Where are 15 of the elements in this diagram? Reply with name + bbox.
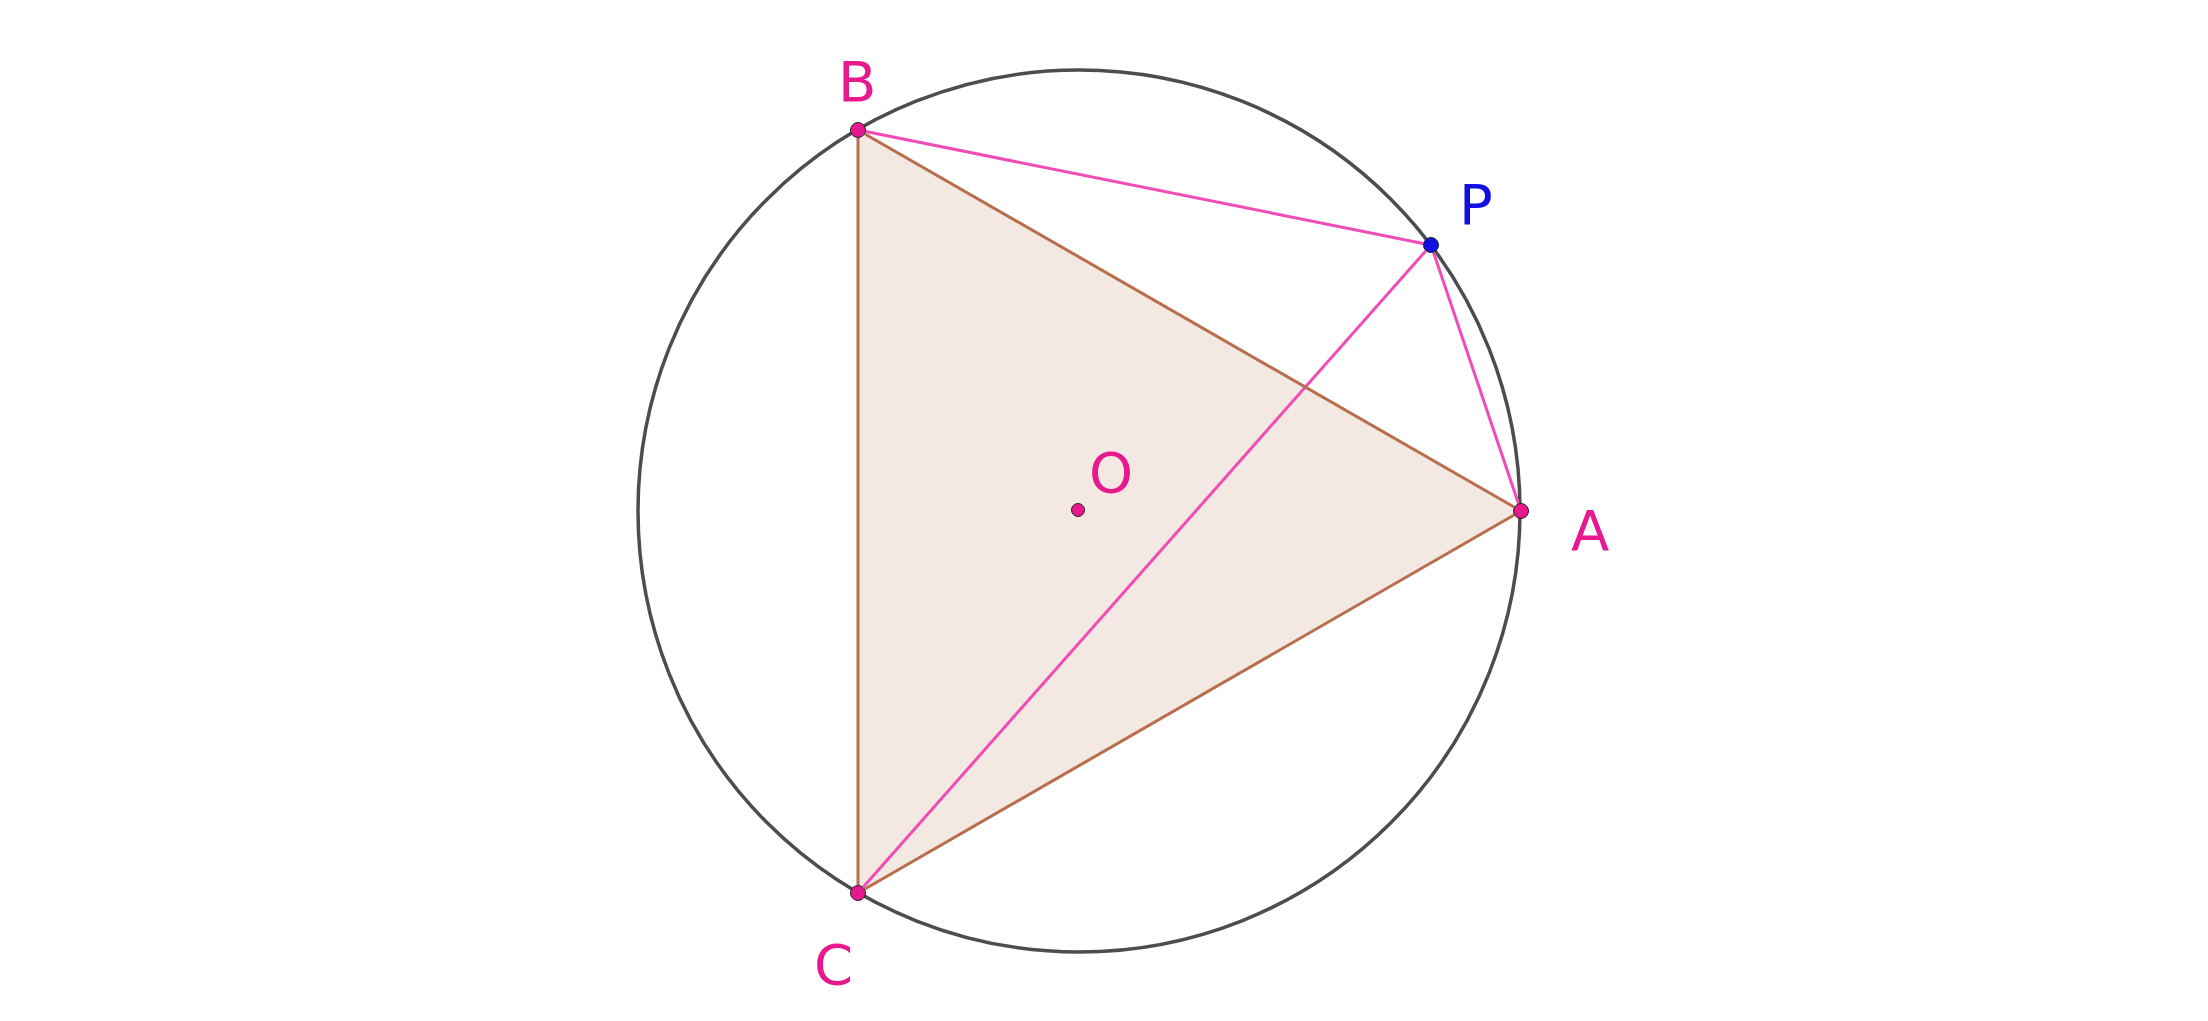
line-segment [862,250,1427,888]
point-dot [850,122,866,138]
point-dot [1423,237,1439,253]
line-segment [864,513,1515,891]
point-label: A [1571,503,1610,559]
line-segment [864,132,1515,509]
point-label: C [814,937,854,993]
point-dot [1513,503,1529,519]
point-label: P [1459,177,1493,233]
line-segment [865,130,1424,245]
point-label: B [838,54,877,110]
point-dot [850,885,866,901]
line-segment [1432,252,1520,504]
point-label: O [1089,445,1134,501]
line-segment [856,138,860,885]
